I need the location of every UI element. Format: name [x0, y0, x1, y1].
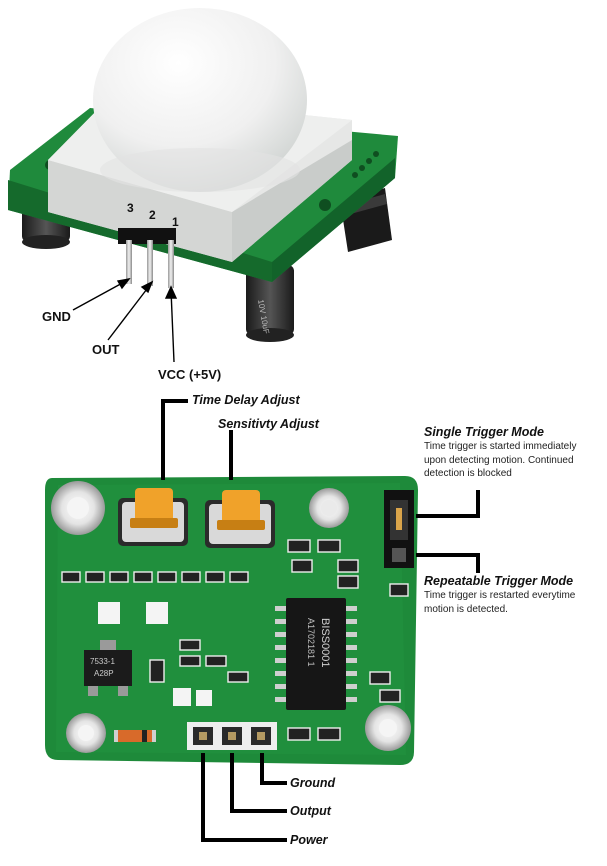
voltage-regulator: 7533-1 A28P	[84, 640, 132, 696]
fresnel-dome	[93, 8, 307, 192]
single-trigger-title: Single Trigger Mode	[424, 425, 544, 439]
sensitivity-adjust-label: Sensitivty Adjust	[218, 417, 319, 431]
pin-number-1: 1	[172, 215, 179, 229]
ground-leader	[260, 753, 287, 785]
top-view-module: 10V 10uF	[8, 8, 398, 363]
pin-number-2: 2	[149, 208, 156, 222]
time-delay-leader	[161, 399, 188, 480]
single-trigger-description: Time trigger is started immediately upon…	[424, 441, 577, 479]
pads	[98, 602, 212, 706]
right-capacitor: 10V 10uF	[246, 265, 294, 342]
single-trigger-leader	[416, 490, 480, 518]
top-pin-arrows	[72, 277, 178, 363]
output-leader	[230, 753, 287, 813]
out-label: OUT	[92, 342, 120, 357]
power-leader	[201, 753, 287, 842]
chip-text-2: A1702181 1	[306, 618, 316, 667]
ground-label: Ground	[290, 776, 336, 790]
top-header-pins	[118, 228, 176, 288]
regulator-text-2: A28P	[94, 669, 114, 678]
repeatable-trigger-leader	[416, 553, 480, 573]
power-label: Power	[290, 833, 328, 847]
repeatable-trigger-description: Time trigger is restarted everytime moti…	[424, 590, 576, 615]
bottom-view-pcb: 7533-1 A28P BISS0001 A1702181 1	[45, 476, 418, 765]
chip-text-1: BISS0001	[319, 618, 331, 668]
sensitivity-trimmer	[205, 490, 275, 548]
vcc-label: VCC (+5V)	[158, 367, 222, 382]
output-label: Output	[290, 804, 331, 818]
gnd-label: GND	[42, 309, 71, 324]
pin-number-3: 3	[127, 201, 134, 215]
mode-jumper	[384, 490, 414, 568]
regulator-text-1: 7533-1	[90, 657, 115, 666]
time-delay-trimmer	[118, 488, 188, 546]
smd-components	[61, 539, 409, 741]
biss0001-chip: BISS0001 A1702181 1	[275, 598, 357, 710]
repeatable-trigger-title: Repeatable Trigger Mode	[424, 574, 574, 588]
annotation-lines	[161, 399, 480, 842]
bottom-header	[187, 722, 277, 750]
diode	[114, 730, 156, 742]
time-delay-adjust-label: Time Delay Adjust	[192, 393, 300, 407]
